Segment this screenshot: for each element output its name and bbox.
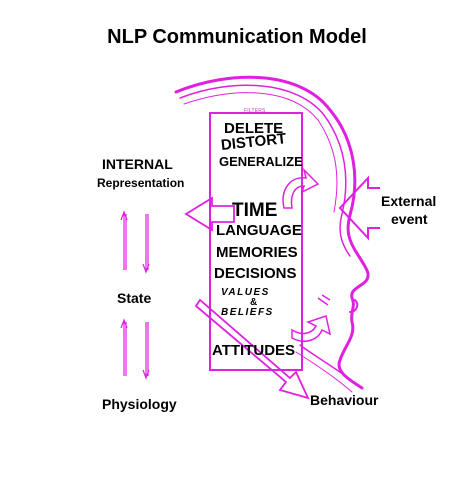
filter-beliefs: BELIEFS — [221, 307, 274, 318]
filter-attitudes: ATTITUDES — [212, 342, 296, 359]
internal-label: INTERNAL — [102, 156, 173, 172]
behaviour-label: Behaviour — [310, 392, 379, 408]
external-event-arrow — [338, 175, 380, 241]
external-event-label-line1: External — [381, 193, 437, 209]
page-title: NLP Communication Model — [107, 26, 367, 48]
filter-decisions: DECISIONS — [214, 265, 297, 282]
curved-arrow-top — [282, 167, 320, 209]
filters-header: FILTERS — [244, 108, 266, 114]
external-event-label-line2: event — [391, 211, 428, 227]
filter-generalize: GENERALIZE — [219, 154, 303, 169]
filter-time: TIME — [232, 200, 278, 221]
behaviour-arrow — [194, 298, 310, 400]
representation-state-arrows — [120, 210, 150, 274]
nose-marks — [317, 294, 331, 306]
state-physiology-arrows — [120, 318, 150, 380]
filter-box — [209, 112, 303, 371]
filter-ampersand: & — [250, 297, 258, 308]
representation-label: Representation — [97, 176, 185, 190]
state-label: State — [117, 290, 152, 306]
filter-values: VALUES — [221, 287, 270, 298]
physiology-label: Physiology — [102, 396, 177, 412]
filter-language: LANGUAGE — [216, 222, 302, 239]
representation-arrow — [184, 196, 235, 232]
curved-arrow-bottom — [291, 315, 332, 342]
filter-memories: MEMORIES — [216, 244, 298, 261]
filter-delete: DELETE — [224, 120, 284, 137]
